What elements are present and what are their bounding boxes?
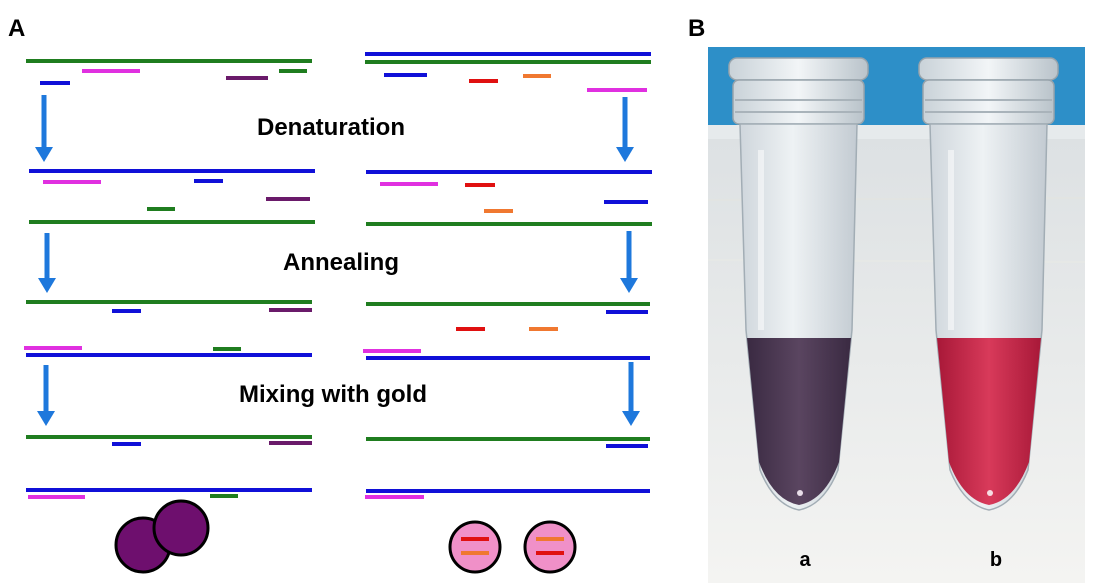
step-label-denaturation: Denaturation [257, 114, 405, 141]
down-arrow-icon [37, 365, 55, 426]
left-row1-dsdna [26, 59, 312, 85]
down-arrow-icon [616, 97, 634, 162]
tube-b [918, 57, 1059, 511]
tube-photo: a b [707, 47, 1086, 583]
panel-a-label: A [8, 15, 25, 42]
tube-b-liquid [937, 338, 1041, 505]
step-label-annealing: Annealing [283, 249, 399, 276]
tube-a-liquid [747, 338, 851, 505]
right-row4-mixed [365, 437, 650, 499]
left-row4-mixed [26, 435, 312, 499]
step-label-mixing-with-gold: Mixing with gold [239, 381, 427, 408]
tube-a [728, 57, 869, 511]
down-arrow-icon [38, 233, 56, 293]
dispersed-gold-nanoparticles [448, 520, 577, 574]
down-arrow-icon [35, 95, 53, 162]
left-row2-denatured [29, 169, 315, 224]
down-arrow-icon [620, 231, 638, 293]
right-row3-annealed [363, 302, 650, 360]
gold-particle [523, 520, 577, 574]
left-row3-annealed [24, 300, 312, 357]
panel-b-label: B [688, 15, 705, 42]
tube-a-label: a [799, 549, 811, 571]
right-row1-dsdna [365, 52, 651, 92]
right-row2-denatured [366, 170, 652, 226]
down-arrow-icon [622, 362, 640, 426]
aggregated-gold-nanoparticles [114, 499, 210, 574]
gold-particle [448, 520, 502, 574]
tube-b-label: b [990, 549, 1002, 571]
